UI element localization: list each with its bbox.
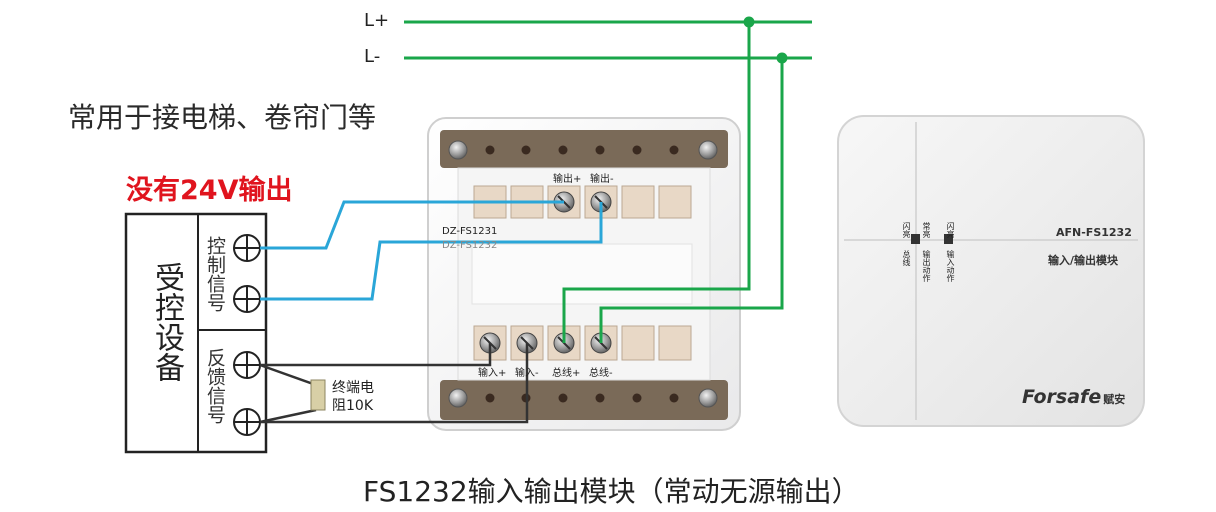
usage-note: 常用于接电梯、卷帘门等 bbox=[68, 101, 377, 134]
brand-name: Forsafe bbox=[1022, 386, 1102, 408]
resistor-lead-1 bbox=[259, 363, 317, 387]
control-wire-1 bbox=[260, 200, 564, 250]
terminal-feedback-2 bbox=[233, 408, 261, 436]
terminal-control-2 bbox=[233, 285, 261, 313]
top-holes bbox=[485, 145, 679, 155]
brand-name-cn: 赋安 bbox=[1103, 393, 1126, 406]
module-front bbox=[837, 115, 1145, 427]
indicator-1-sub: 总线 bbox=[902, 250, 911, 266]
indicator-1b-sub: 输出动作 bbox=[922, 250, 931, 282]
controlled-device-name: 受控设备 bbox=[149, 262, 184, 382]
feedback-wire-2 bbox=[260, 343, 529, 424]
terminal-control-1 bbox=[233, 234, 261, 262]
indicator-2-label: 闪亮 bbox=[946, 222, 955, 238]
module-name: 输入/输出模块 bbox=[1048, 254, 1119, 267]
control-signal-wires bbox=[260, 200, 603, 301]
end-resistor-icon bbox=[310, 379, 326, 411]
feedback-wires bbox=[259, 343, 529, 424]
resistor-lead-2 bbox=[259, 408, 317, 424]
mount-screw-tl bbox=[448, 140, 468, 160]
bus-plus-wire bbox=[562, 22, 751, 343]
module-model: AFN-FS1232 bbox=[1056, 226, 1132, 239]
control-signal-label: 控制信号 bbox=[204, 236, 226, 312]
junction-l-plus bbox=[743, 16, 755, 28]
label-out-plus: 输出+ bbox=[553, 174, 582, 185]
indicator-led-1 bbox=[911, 234, 920, 244]
junction-l-minus bbox=[776, 52, 788, 64]
top-brown-strip bbox=[440, 130, 728, 168]
label-bus-minus: 总线- bbox=[589, 368, 613, 379]
label-in-plus: 输入+ bbox=[478, 368, 507, 379]
label-out-minus: 输出- bbox=[590, 174, 614, 185]
bottom-brown-strip bbox=[440, 380, 728, 420]
bus-label-l-plus: L+ bbox=[364, 10, 390, 31]
indicator-1b-label: 常亮 bbox=[922, 222, 931, 238]
control-wire-2 bbox=[260, 202, 603, 301]
figure-caption: FS1232输入输出模块（常动无源输出） bbox=[363, 475, 860, 508]
warning-note: 没有24V输出 bbox=[126, 175, 293, 206]
bus-label-l-minus: L- bbox=[364, 46, 381, 67]
feedback-signal-label: 反馈信号 bbox=[204, 348, 226, 424]
mount-screw-tr bbox=[698, 140, 718, 160]
terminal-feedback-1 bbox=[233, 351, 261, 379]
board-model-b: DZ-FS1232 bbox=[442, 240, 498, 251]
indicator-led-2 bbox=[944, 234, 953, 244]
mount-screw-br bbox=[698, 388, 718, 408]
label-bus-plus: 总线+ bbox=[552, 368, 581, 379]
indicator-1-label: 闪亮 bbox=[902, 222, 911, 238]
base-board bbox=[427, 117, 741, 431]
label-in-minus: 输入- bbox=[515, 368, 539, 379]
end-resistor-label: 终端电阻10K bbox=[332, 380, 374, 414]
board-model-a: DZ-FS1231 bbox=[442, 226, 498, 237]
bus-minus-wire bbox=[599, 58, 784, 343]
bottom-holes bbox=[485, 393, 679, 403]
feedback-wire-1 bbox=[260, 343, 492, 367]
indicator-2-sub: 输入动作 bbox=[946, 250, 955, 282]
mount-screw-bl bbox=[448, 388, 468, 408]
